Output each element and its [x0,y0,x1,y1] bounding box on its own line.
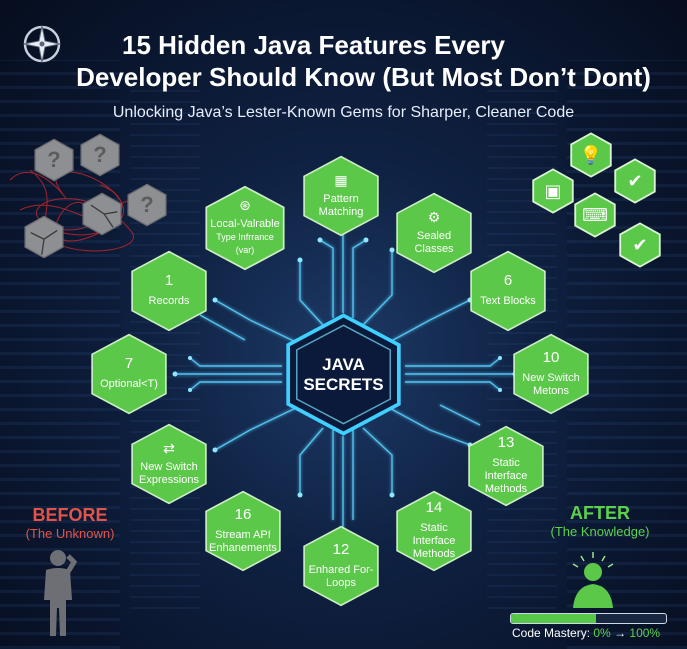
feature-label: New Switch Expressions [139,460,199,486]
progress-fill [511,614,597,623]
center-line2: SECRETS [303,374,384,394]
before-sublabel: (The Unknown) [25,526,115,541]
feature-hex-optional[interactable]: 7 Optional<T) [88,333,170,415]
feature-label: Optional<T) [100,378,158,390]
mastery-label: Code Mastery: [512,626,591,640]
feature-hex-pattern-matching[interactable]: ▦ Pattern Matching [300,155,382,237]
enlightened-person-icon [572,552,614,608]
feature-label: Static Interface Methods [484,457,528,495]
before-label-block: BEFORE (The Unknown) [20,505,120,541]
feature-hex-switch-methods[interactable]: 10 New Switch Metons [510,333,592,415]
after-label-block: AFTER (The Knowledge) [545,503,655,539]
question-hex: ? [78,133,122,177]
feature-number: 6 [503,272,513,289]
blocks-hex-icon: ▣ [530,168,576,214]
feature-number: 10 [542,348,560,366]
feature-hex-switch-expressions[interactable]: ⇄ New Switch Expressions [128,423,210,505]
compass-logo-icon [23,25,61,63]
feature-number: 12 [332,540,350,558]
feature-label: Static Interface Methods [412,522,456,560]
lightbulb-hex-icon: 💡 [568,132,614,178]
feature-hex-text-blocks[interactable]: 6 Text Blocks [467,250,549,332]
feature-number: 1 [164,272,174,289]
feature-label-line2: Type Infrrance (var) [216,232,274,255]
feature-label: Records [148,295,190,307]
check-hex-icon: ✔ [612,158,658,204]
before-label: BEFORE [32,505,108,525]
confused-person-icon [44,550,78,636]
feature-label: Enhared For-Loops [308,563,374,589]
code-mastery-text: Code Mastery: 0% → 100% [512,626,660,640]
code-mastery-progress-bar [510,613,667,624]
feature-hex-static-interface-13[interactable]: 13 Static Interface Methods [465,425,547,507]
mastery-from: 0% [593,626,611,640]
feature-label: Stream API Enhanements [209,528,277,554]
feature-number: 13 [497,434,515,451]
feature-label: New Switch Metons [522,371,580,397]
java-secrets-hex: JAVA SECRETS [282,313,405,436]
switch-icon: ⇄ [163,439,175,456]
code-screen-hex-icon: ⌨ [572,192,618,238]
mastery-arrow: → [614,626,627,640]
page-title-line1: 15 Hidden Java Features Every [122,30,505,60]
center-line1: JAVA [322,354,365,374]
feature-number: 14 [425,499,443,516]
page-subtitle: Unlocking Java’s Lester-Known Gems for S… [112,104,575,121]
puzzle-blocks-icon: ▦ [334,171,348,188]
feature-number: 16 [234,505,252,523]
question-hex: ? [32,138,76,182]
after-label: AFTER [570,503,630,523]
feature-label: Text Blocks [480,295,536,307]
broken-hex [22,215,66,259]
feature-hex-sealed-classes[interactable]: ⚙ Sealed Classes [393,192,475,274]
chip-icon: ⊛ [239,197,251,213]
feature-hex-static-interface-14[interactable]: 14 Static Interface Methods [393,490,475,572]
mastery-to: 100% [629,626,661,640]
feature-hex-enhanced-for[interactable]: 12 Enhared For-Loops [300,525,382,607]
after-sublabel: (The Knowledge) [550,524,650,539]
feature-hex-records[interactable]: 1 Records [128,250,210,332]
question-hex: ? [125,183,169,227]
check-hex-icon: ✔ [617,222,663,268]
gear-icon: ⚙ [427,208,441,225]
feature-hex-stream-api[interactable]: 16 Stream API Enhanements [202,490,284,572]
broken-hex [80,192,124,236]
feature-hex-local-var[interactable]: ⊛ Local-Valrable Type Infrrance (var) [202,185,288,271]
page-title-line2: Developer Should Know (But Most Don’t Do… [76,62,651,92]
feature-label: Pattern Matching [318,192,364,218]
feature-label: Local-Valrable [210,218,280,230]
feature-label: Sealed Classes [414,229,454,255]
feature-number: 7 [124,355,134,372]
